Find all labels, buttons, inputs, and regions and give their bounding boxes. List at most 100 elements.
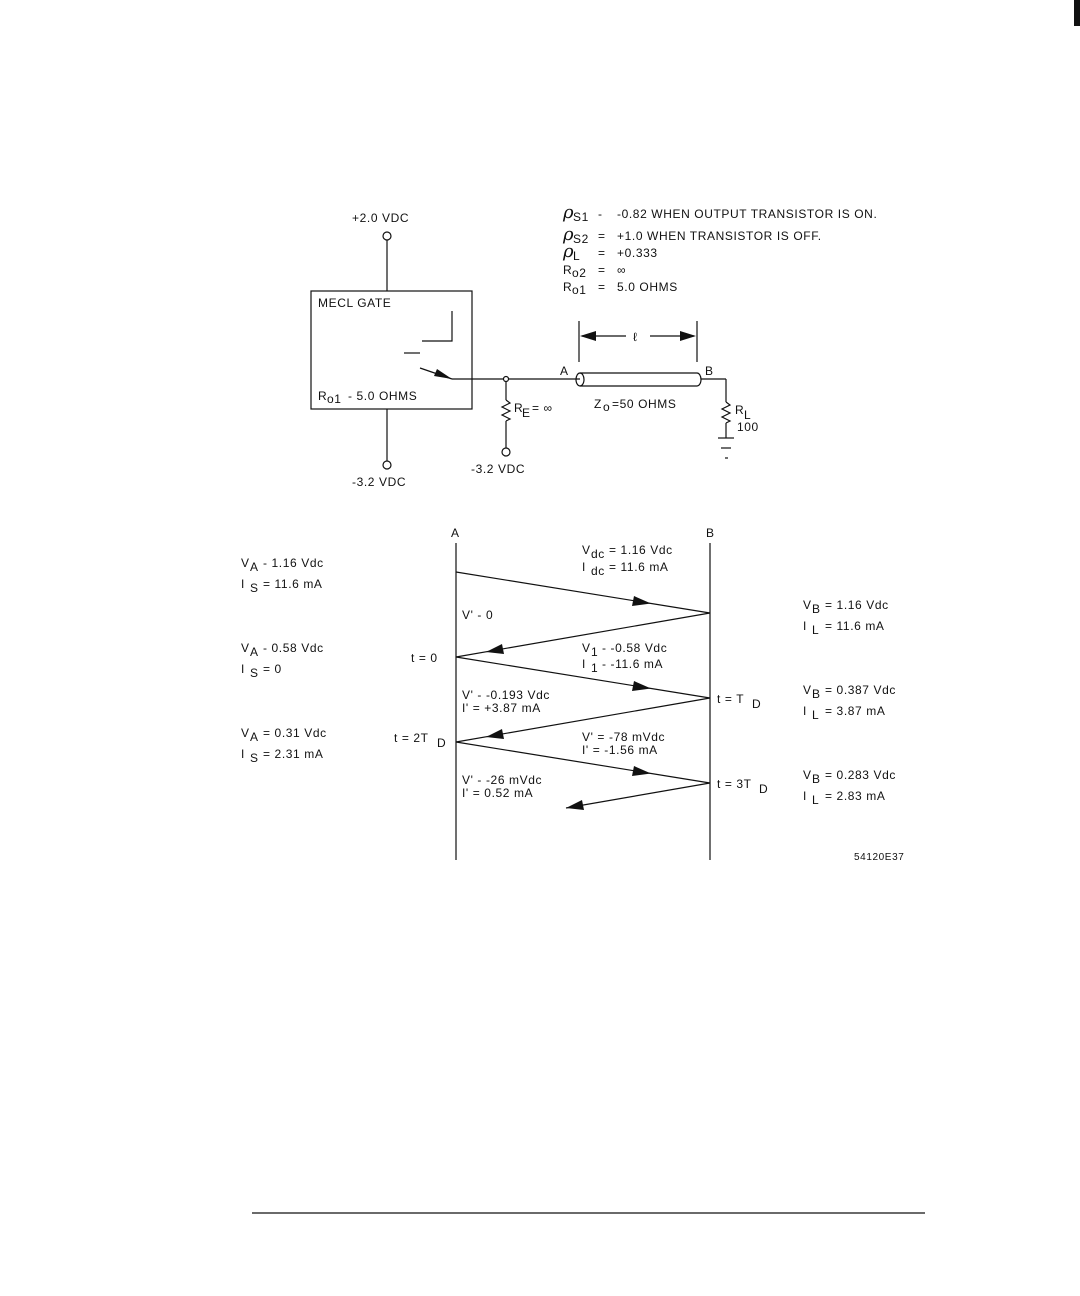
svg-text:L: L — [812, 623, 819, 637]
i-prime-4-label: I' = 0.52 mA — [462, 786, 533, 800]
svg-text:L: L — [812, 793, 819, 807]
figure-id: 54120E37 — [854, 852, 904, 863]
svg-text:= 3.87 mA: = 3.87 mA — [825, 704, 885, 718]
svg-text:S: S — [250, 666, 259, 680]
vdc-label: V dc = 1.16 Vdc — [582, 543, 673, 561]
segment-3 — [455, 656, 711, 699]
svg-text:I: I — [241, 747, 245, 761]
svg-text:V: V — [803, 768, 812, 782]
svg-text:D: D — [752, 697, 761, 711]
i1-label: I 1 - -11.6 mA — [582, 657, 663, 675]
svg-text:t = 2T: t = 2T — [394, 731, 429, 745]
legend-row: ρS1--0.82 WHEN OUTPUT TRANSISTOR IS ON. — [562, 202, 877, 224]
svg-text:1: 1 — [591, 645, 598, 659]
svg-text:I: I — [582, 657, 586, 671]
re-label: R E = ∞ — [514, 401, 553, 420]
svg-text:= 11.6 mA: = 11.6 mA — [825, 619, 885, 633]
svg-text:o1: o1 — [327, 392, 342, 406]
svg-text:V: V — [241, 556, 250, 570]
length-symbol: ℓ — [633, 330, 637, 344]
coax-cable — [575, 372, 702, 387]
svg-text:= 0: = 0 — [263, 662, 282, 676]
svg-text:t = T: t = T — [717, 692, 744, 706]
gate-ro1-label: R o1 - 5.0 OHMS — [318, 389, 417, 406]
svg-text:=50 OHMS: =50 OHMS — [612, 397, 677, 411]
z0-label: Z o =50 OHMS — [594, 397, 677, 414]
bottom-supply-label: -3.2 VDC — [352, 475, 406, 489]
svg-text:= 1.16 Vdc: = 1.16 Vdc — [609, 543, 673, 557]
svg-text:I: I — [241, 662, 245, 676]
svg-text:E: E — [522, 406, 531, 420]
svg-text:D: D — [437, 736, 446, 750]
svg-text:- 5.0 OHMS: - 5.0 OHMS — [348, 389, 417, 403]
legend-row: ρL=+0.333 — [562, 241, 657, 263]
svg-text:Z: Z — [594, 397, 602, 411]
segment-5 — [455, 741, 711, 784]
svg-text:=: = — [598, 263, 606, 277]
svg-text:V: V — [241, 641, 250, 655]
v-prime-2-label: V' - -0.193 Vdc — [462, 688, 550, 702]
svg-text:B: B — [812, 772, 821, 786]
svg-text:= 11.6 mA: = 11.6 mA — [609, 560, 669, 574]
svg-text:V: V — [803, 683, 812, 697]
segment-1 — [455, 571, 711, 614]
svg-text:= 0.283 Vdc: = 0.283 Vdc — [825, 768, 896, 782]
svg-text:A: A — [250, 645, 259, 659]
length-dimension: ℓ — [578, 321, 698, 362]
svg-text:I: I — [803, 619, 807, 633]
svg-text:=: = — [598, 280, 606, 294]
svg-text:V: V — [582, 641, 591, 655]
svg-text:t = 3T: t = 3T — [717, 777, 752, 791]
svg-text:V: V — [803, 598, 812, 612]
svg-text:dc: dc — [591, 547, 605, 561]
svg-text:L: L — [744, 408, 751, 422]
svg-text:o2: o2 — [572, 266, 587, 280]
re-supply-label: -3.2 VDC — [471, 462, 525, 476]
reflection-legend: ρS1--0.82 WHEN OUTPUT TRANSISTOR IS ON.ρ… — [562, 202, 877, 297]
page-edge-mark — [1074, 0, 1080, 26]
svg-text:= 0.31 Vdc: = 0.31 Vdc — [263, 726, 327, 740]
top-supply-label: +2.0 VDC — [352, 211, 409, 225]
svg-text:= 2.31 mA: = 2.31 mA — [263, 747, 323, 761]
bounce-diagram: A B t = 0 t = T D t = 2T D — [241, 526, 904, 863]
svg-text:D: D — [759, 782, 768, 796]
svg-text:= 1.16 Vdc: = 1.16 Vdc — [825, 598, 889, 612]
v1-label: V 1 - -0.58 Vdc — [582, 641, 667, 659]
svg-text:5.0 OHMS: 5.0 OHMS — [617, 280, 678, 294]
svg-text:1: 1 — [591, 661, 598, 675]
svg-text:L: L — [812, 708, 819, 722]
svg-text:B: B — [812, 602, 821, 616]
svg-text:I: I — [803, 789, 807, 803]
svg-text:- -0.58 Vdc: - -0.58 Vdc — [602, 641, 667, 655]
svg-text:-: - — [598, 207, 603, 221]
legend-row: ρS2=+1.0 WHEN TRANSISTOR IS OFF. — [562, 224, 821, 246]
svg-text:B: B — [812, 687, 821, 701]
svg-text:- -11.6 mA: - -11.6 mA — [602, 657, 663, 671]
svg-text:ρ: ρ — [562, 202, 574, 223]
svg-text:=: = — [598, 246, 606, 260]
time-2td: t = 2T D — [394, 731, 446, 750]
svg-text:R: R — [563, 263, 572, 277]
ground-symbol — [718, 437, 734, 459]
svg-text:ρ: ρ — [562, 224, 574, 245]
segment-6 — [565, 782, 711, 809]
svg-text:R: R — [735, 403, 744, 417]
svg-text:o1: o1 — [572, 283, 587, 297]
svg-text:I: I — [241, 577, 245, 591]
mecl-gate-box — [310, 290, 473, 410]
column-a-label: A — [451, 526, 460, 540]
idc-label: I dc = 11.6 mA — [582, 560, 669, 578]
i-prime-3-label: I' = -1.56 mA — [582, 743, 658, 757]
svg-text:= ∞: = ∞ — [532, 401, 553, 415]
svg-text:V: V — [241, 726, 250, 740]
svg-text:- 1.16 Vdc: - 1.16 Vdc — [263, 556, 324, 570]
svg-text:= 0.387 Vdc: = 0.387 Vdc — [825, 683, 896, 697]
